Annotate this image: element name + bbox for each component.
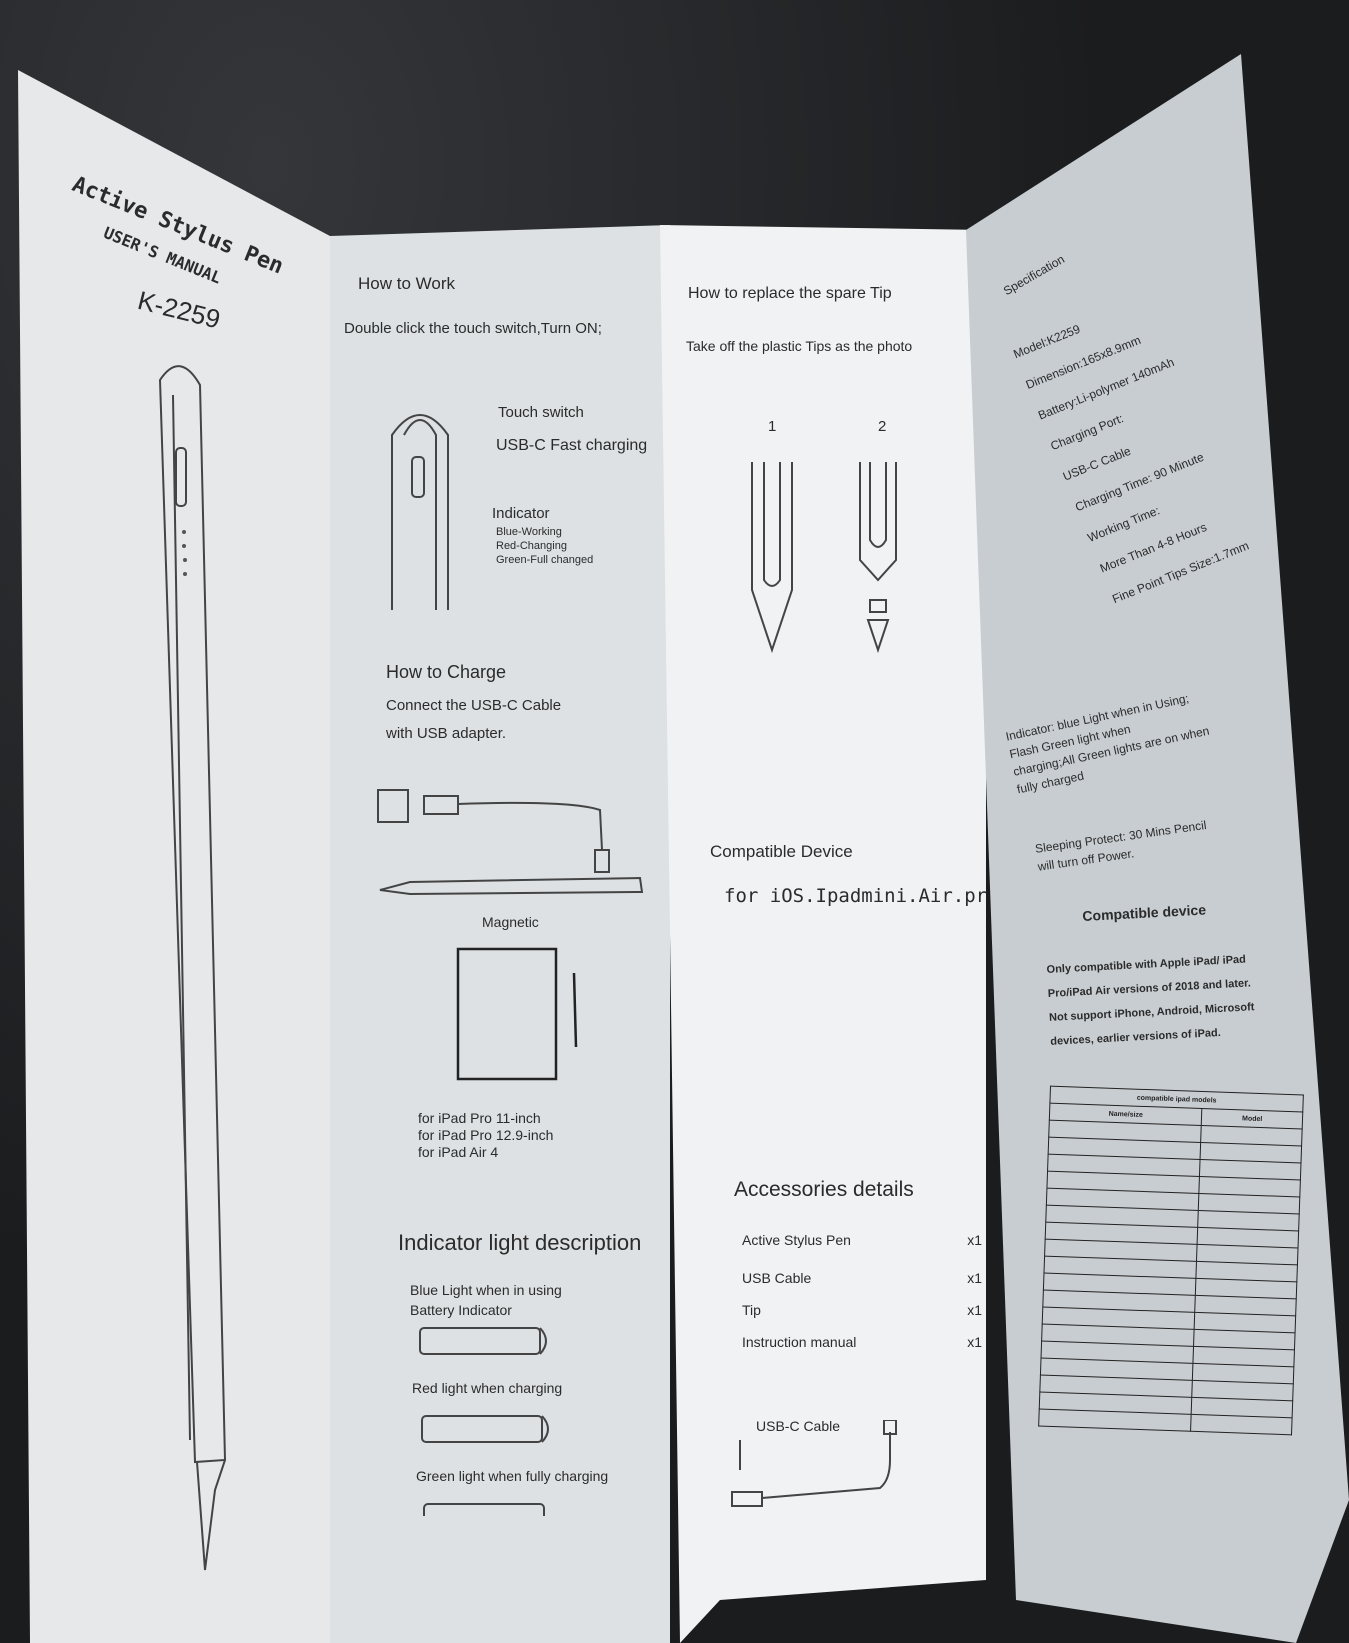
accessory-row: Tip x1 <box>742 1302 982 1334</box>
how-to-charge-heading: How to Charge <box>386 662 507 682</box>
compatible-heading: Compatible Device <box>710 842 853 861</box>
spec-sleep-block: Sleeping Protect: 30 Mins Pencil will tu… <box>1034 816 1210 876</box>
compat-device-heading: Compatible device <box>1082 901 1207 924</box>
label-usb-c: USB-C Fast charging <box>496 437 648 454</box>
cover-panel: Active Stylus Pen USER'S MANUAL K-2259 <box>18 70 330 1643</box>
spec-heading: Specification <box>1001 251 1067 299</box>
tip-panel: How to replace the spare Tip Take off th… <box>660 225 986 1643</box>
stylus-illustration <box>158 365 227 1571</box>
usb-c-cable-label: USB-C Cable <box>756 1418 841 1434</box>
label-green-full: Green-Full changed <box>496 554 594 566</box>
replace-tip-instruction: Take off the plastic Tips as the photo <box>686 338 913 354</box>
ipad-list: for iPad Pro 11-inch for iPad Pro 12.9-i… <box>418 1110 553 1161</box>
replace-tip-heading: How to replace the spare Tip <box>688 285 892 302</box>
red-light-line: Red light when charging <box>412 1380 563 1396</box>
how-to-panel: How to Work Double click the touch switc… <box>330 225 670 1643</box>
blue-light-line: Blue Light when in using <box>410 1282 562 1298</box>
accessory-row: Active Stylus Pen x1 <box>742 1232 982 1270</box>
spec-indicator-block: Indicator: blue Light when in Using; Fla… <box>1004 686 1215 798</box>
label-blue-working: Blue-Working <box>496 526 562 538</box>
accessories-heading: Accessories details <box>734 1178 914 1201</box>
ipad-item: for iPad Air 4 <box>418 1144 499 1160</box>
tip-replace-diagram <box>751 462 897 654</box>
how-to-work-instruction: Double click the touch switch,Turn ON; <box>344 320 602 337</box>
accessory-qty: x1 <box>967 1302 982 1318</box>
charging-diagram <box>377 789 644 896</box>
step-1-label: 1 <box>768 418 777 435</box>
magnetic-label: Magnetic <box>482 914 539 930</box>
label-indicator: Indicator <box>492 505 550 522</box>
accessory-qty: x1 <box>967 1232 982 1248</box>
compat-device-text: Only compatible with Apple iPad/ iPad Pr… <box>1046 947 1256 1054</box>
accessory-name: Active Stylus Pen <box>742 1232 851 1248</box>
accessory-row: Instruction manual x1 <box>742 1334 982 1366</box>
accessory-name: Tip <box>742 1302 761 1318</box>
accessory-name: USB Cable <box>742 1270 812 1286</box>
charge-line-1: Connect the USB-C Cable <box>386 697 562 714</box>
battery-indicator-line: Battery Indicator <box>410 1302 512 1318</box>
label-red-changing: Red-Changing <box>496 540 567 552</box>
indicator-desc-heading: Indicator light description <box>398 1230 642 1255</box>
indicator-pen-diagrams <box>419 1327 549 1516</box>
label-touch-switch: Touch switch <box>498 404 584 421</box>
ipad-item: for iPad Pro 12.9-inch <box>418 1127 554 1143</box>
accessory-qty: x1 <box>967 1334 982 1350</box>
compatible-text: for iOS.Ipadmini.Air.pro <box>724 885 986 907</box>
accessory-row: USB Cable x1 <box>742 1270 982 1302</box>
step-2-label: 2 <box>878 418 887 435</box>
charge-line-2: with USB adapter. <box>386 725 507 742</box>
ipad-magnetic-diagram <box>456 947 578 1081</box>
spec-list: Model:K2259 Dimension:165x8.9mm Battery:… <box>1008 285 1255 615</box>
pen-top-diagram <box>391 414 449 610</box>
usb-cable-diagram <box>731 1420 897 1507</box>
green-light-line: Green light when fully charging <box>416 1468 609 1484</box>
ipad-item: for iPad Pro 11-inch <box>418 1110 541 1126</box>
accessory-name: Instruction manual <box>742 1334 857 1350</box>
accessories-list: Active Stylus Pen x1 USB Cable x1 Tip x1 In… <box>742 1232 982 1366</box>
how-to-work-heading: How to Work <box>358 274 455 293</box>
accessory-qty: x1 <box>967 1270 982 1286</box>
